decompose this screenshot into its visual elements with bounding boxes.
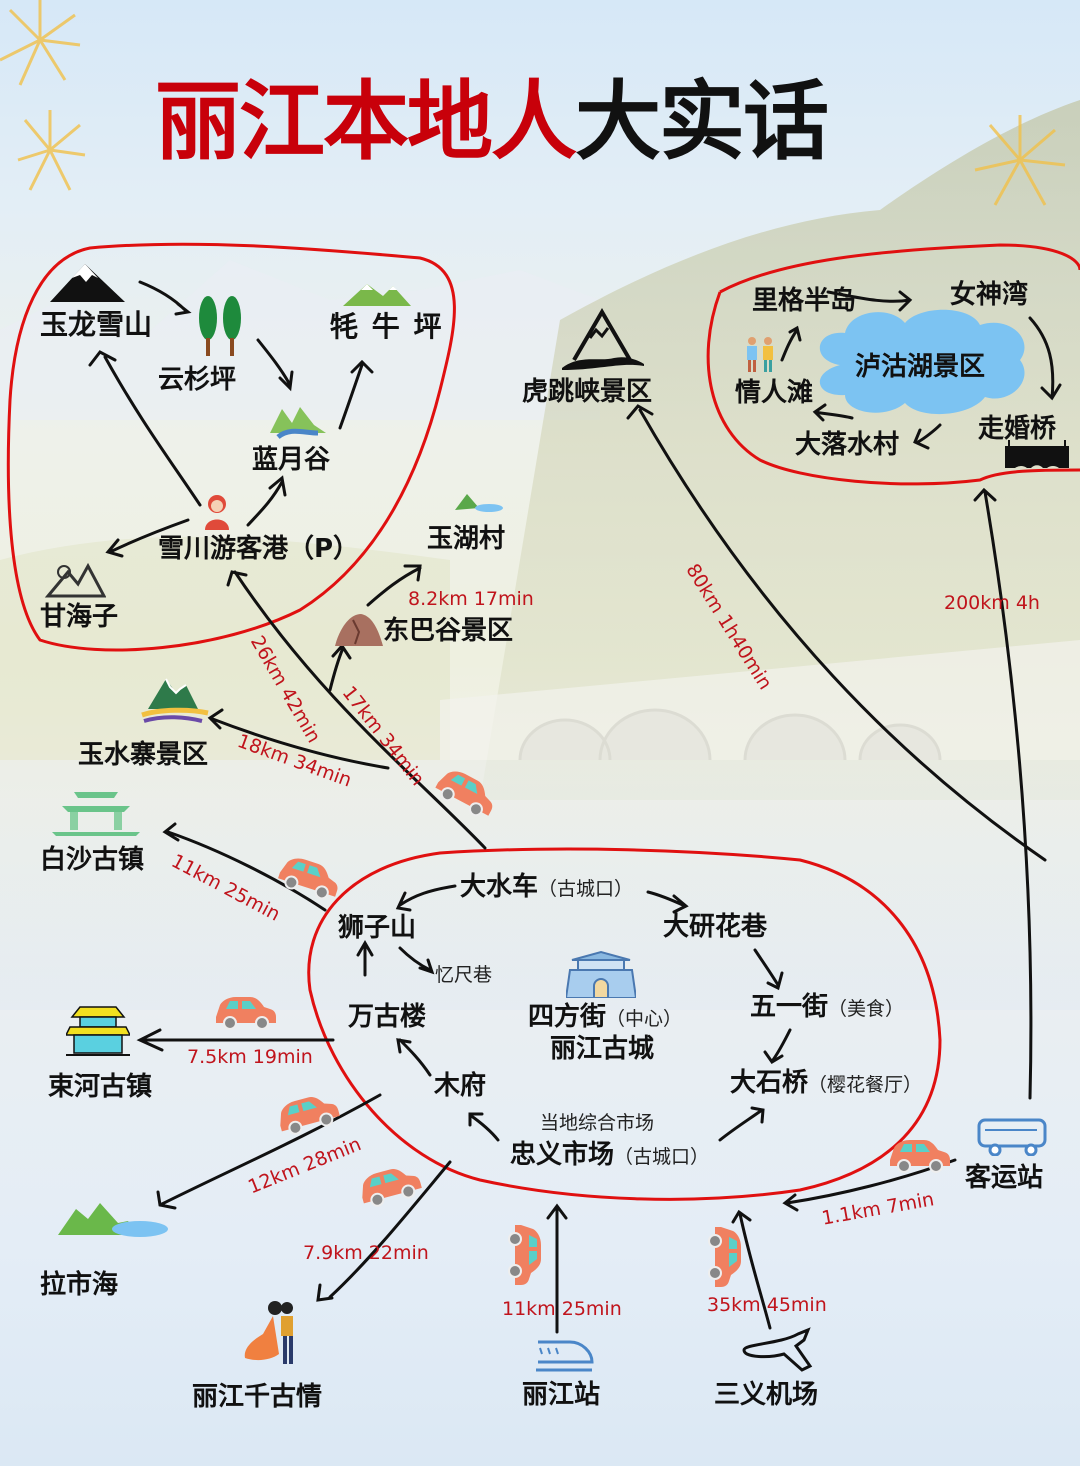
lake-cloud-shape — [819, 309, 1025, 415]
place-maoniu-ping: 牦 牛 坪 — [330, 310, 444, 343]
place-xuechuan-port: 雪川游客港（P） — [158, 534, 360, 564]
bus-icon — [977, 1118, 1047, 1156]
place-shizishan: 狮子山 — [338, 913, 417, 943]
car-icon — [431, 763, 502, 823]
place-yushuizhai: 玉水寨景区 — [78, 740, 209, 770]
distance-sanyi-airport: 35km 45min — [707, 1294, 827, 1316]
trees-icon — [199, 296, 241, 356]
place-sifang-street: 四方街（中心） — [528, 1002, 683, 1032]
lugu-region-loop — [706, 243, 1080, 486]
place-yulong-snow-mountain: 玉龙雪山 — [40, 308, 153, 341]
distance-lijiang-qianguqing: 7.9km 22min — [303, 1242, 429, 1264]
place-lige-peninsula: 里格半岛 — [752, 286, 857, 316]
rock-mountain-icon — [335, 614, 383, 646]
couple-icon — [747, 337, 773, 372]
distance-lijiang-station: 11km 25min — [502, 1298, 622, 1320]
green-mountain-icon — [343, 284, 411, 306]
place-zhongyi-market: 忠义市场（古城口） — [510, 1140, 710, 1170]
title-black-part: 大实话 — [575, 72, 829, 172]
place-lanyue-valley: 蓝月谷 — [252, 445, 331, 475]
valley-icon — [270, 407, 326, 440]
place-lijiang-station: 丽江站 — [522, 1380, 601, 1410]
place-yunshan-ping: 云杉坪 — [158, 365, 237, 395]
place-sanyi-airport: 三义机场 — [714, 1380, 819, 1410]
place-bus-station: 客运站 — [965, 1163, 1044, 1193]
distance-shuhe-town: 7.5km 19min — [187, 1046, 313, 1068]
place-local-market-note: 当地综合市场 — [540, 1112, 655, 1134]
yulong-region-loop — [6, 242, 456, 652]
temple-icon — [66, 1006, 130, 1056]
snow-mountain-icon — [50, 264, 125, 302]
place-dayan-huaxiang: 大研花巷 — [663, 912, 768, 942]
car-icon — [356, 1161, 425, 1211]
place-dongba-valley: 东巴谷景区 — [383, 616, 514, 646]
gate-tower-icon — [52, 792, 140, 836]
place-lugu-lake: 泸沽湖景区 — [855, 352, 986, 382]
place-wuyi-street: 五一街（美食） — [750, 992, 905, 1022]
place-yuhu-village: 玉湖村 — [427, 524, 506, 554]
car-icon — [889, 1139, 951, 1173]
place-dashi-bridge: 大石桥（樱花餐厅） — [730, 1068, 923, 1098]
distance-lugu-lake: 200km 4h — [944, 592, 1040, 614]
sun-mountain-icon — [44, 562, 106, 598]
place-lijiang-qianguqing: 丽江千古情 — [192, 1382, 323, 1412]
place-baisha-town: 白沙古镇 — [40, 845, 145, 875]
page-title: 丽江本地人大实话 — [155, 72, 829, 172]
place-ganhaizi: 甘海子 — [40, 602, 119, 632]
airplane-icon — [742, 1327, 813, 1372]
place-dashuiche: 大水车（古城口） — [460, 872, 634, 902]
place-daluoshui-village: 大落水村 — [795, 430, 900, 460]
place-zouhun-bridge: 走婚桥 — [978, 414, 1057, 444]
dancing-couple-icon — [244, 1301, 293, 1364]
car-icon — [708, 1226, 742, 1288]
car-icon — [508, 1224, 542, 1286]
mountain-lake-icon — [141, 678, 209, 723]
place-yichi-lane: 忆尺巷 — [435, 964, 493, 986]
car-icon — [274, 1089, 343, 1139]
mountain-outline-icon — [562, 308, 644, 370]
lake-icon — [58, 1203, 168, 1237]
place-lovers-beach: 情人滩 — [735, 378, 814, 408]
oldtown-region-loop — [307, 847, 942, 1201]
place-lijiang-old-town: 丽江古城 — [550, 1034, 655, 1064]
train-icon — [536, 1340, 594, 1372]
title-red-part: 丽江本地人 — [155, 72, 577, 172]
place-mufu: 木府 — [434, 1071, 487, 1101]
place-lashihai: 拉市海 — [40, 1270, 119, 1300]
lake-village-icon — [455, 494, 503, 512]
bridge-icon — [1005, 440, 1069, 468]
city-gate-icon — [566, 950, 636, 998]
place-wangulou: 万古楼 — [348, 1002, 427, 1032]
person-icon — [205, 495, 229, 530]
distance-yuhu-village: 8.2km 17min — [408, 588, 534, 610]
place-shuhe-town: 束河古镇 — [48, 1072, 153, 1102]
car-icon — [215, 996, 277, 1030]
car-icon — [275, 852, 345, 904]
place-goddess-bay: 女神湾 — [950, 280, 1029, 310]
place-tiger-leaping-gorge: 虎跳峡景区 — [522, 377, 653, 407]
